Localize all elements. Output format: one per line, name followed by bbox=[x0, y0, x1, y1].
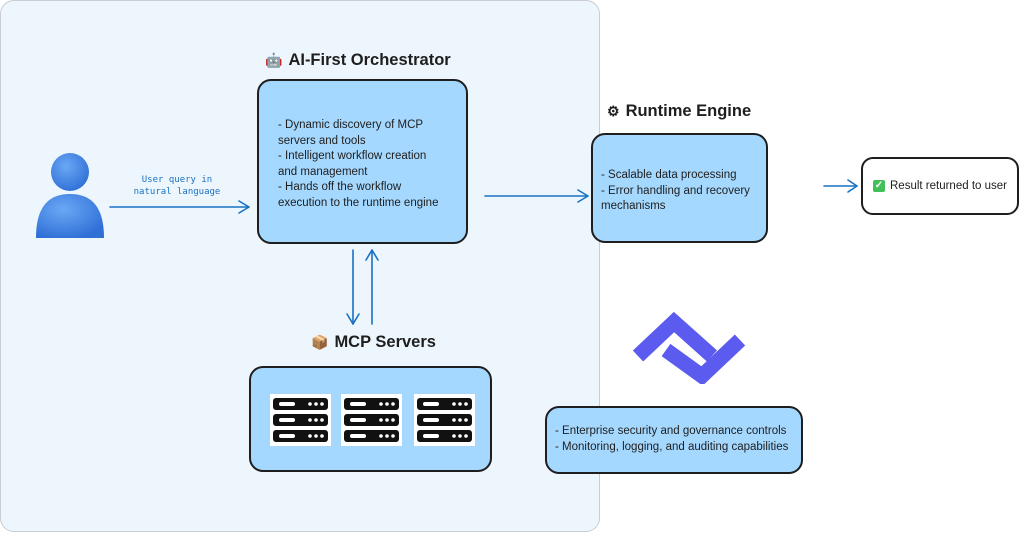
server-icon bbox=[270, 394, 331, 446]
robot-icon: 🤖 bbox=[265, 52, 283, 68]
orchestrator-line: - Hands off the workflow bbox=[278, 181, 402, 193]
server-icon bbox=[414, 394, 475, 446]
user-query-label: User query in natural language bbox=[133, 175, 221, 197]
orchestrator-line: - Intelligent workflow creation bbox=[278, 150, 427, 162]
runtime-line: - Scalable data processing bbox=[601, 169, 737, 181]
check-icon: ✓ bbox=[873, 180, 885, 192]
brand-logo-icon bbox=[632, 311, 746, 384]
orchestrator-line: servers and tools bbox=[278, 134, 366, 147]
runtime-title: ⚙ Runtime Engine bbox=[607, 102, 752, 120]
package-icon: 📦 bbox=[311, 334, 329, 350]
orchestrator-box: - Dynamic discovery of MCP servers and t… bbox=[257, 79, 468, 244]
user-avatar-icon bbox=[36, 153, 104, 238]
result-label: Result returned to user bbox=[890, 180, 1007, 192]
orchestrator-line: execution to the runtime engine bbox=[278, 196, 439, 209]
runtime-line: - Error handling and recovery bbox=[601, 184, 750, 197]
enterprise-line: - Enterprise security and governance con… bbox=[555, 425, 787, 437]
server-icon bbox=[341, 394, 402, 446]
orchestrator-line: - Dynamic discovery of MCP bbox=[278, 119, 424, 131]
result-box: ✓ Result returned to user bbox=[861, 157, 1019, 215]
enterprise-box: - Enterprise security and governance con… bbox=[545, 406, 803, 474]
mcp-title: 📦 MCP Servers bbox=[311, 333, 436, 351]
enterprise-line: - Monitoring, logging, and auditing capa… bbox=[555, 440, 789, 453]
gear-icon: ⚙ bbox=[607, 103, 620, 119]
orchestrator-line: and management bbox=[278, 165, 368, 178]
runtime-box: - Scalable data processing - Error handl… bbox=[591, 133, 768, 243]
runtime-line: mechanisms bbox=[601, 200, 666, 212]
orchestrator-title: 🤖 AI-First Orchestrator bbox=[265, 51, 451, 69]
